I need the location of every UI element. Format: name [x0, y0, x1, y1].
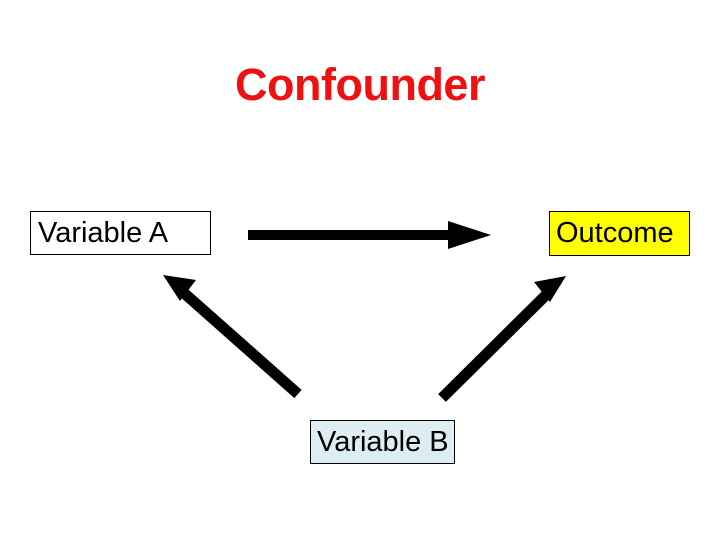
node-variable-b[interactable]: Variable B — [310, 420, 455, 464]
node-outcome-label: Outcome — [556, 217, 674, 249]
node-variable-b-label: Variable B — [317, 425, 449, 458]
node-variable-a-label: Variable A — [38, 216, 169, 249]
node-variable-a[interactable]: Variable A — [30, 211, 211, 255]
arrow-variable-a-to-outcome — [248, 221, 491, 249]
page-title: Confounder — [235, 59, 485, 110]
arrow-variable-b-to-variable-a — [163, 275, 302, 399]
arrow-variable-b-to-outcome — [438, 276, 566, 402]
node-outcome[interactable]: Outcome — [549, 211, 690, 256]
